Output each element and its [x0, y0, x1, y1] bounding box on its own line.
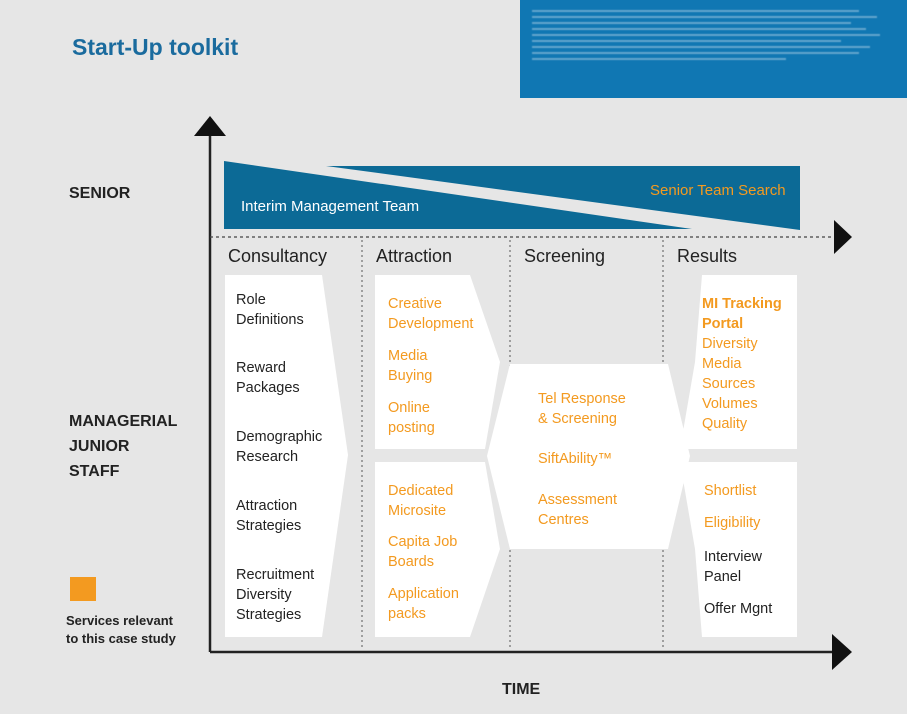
senior-search-banner: [326, 166, 800, 230]
legend-text: Services relevant to this case study: [66, 613, 176, 646]
results-top-list: MI Tracking Portal Diversity Media Sourc…: [702, 296, 782, 432]
blurred-text-box: [520, 0, 907, 98]
screening-panel: [487, 364, 690, 549]
screening-item: SiftAbility™: [538, 451, 613, 467]
results-item: Shortlist: [704, 483, 757, 499]
interim-banner-label: Interim Management Team: [241, 198, 420, 215]
x-axis-arrow: [832, 634, 852, 670]
screening-item: Tel Response& Screening: [538, 391, 626, 427]
axis-label-time: TIME: [502, 681, 541, 698]
results-item: Eligibility: [704, 515, 761, 531]
column-header-results: Results: [677, 246, 738, 266]
attraction-bottom-panel: [375, 462, 500, 637]
interim-banner: [224, 161, 692, 229]
page-title: Start-Up toolkit: [72, 34, 239, 60]
axis-label-junior: JUNIOR: [69, 438, 130, 455]
blurred-text: [532, 6, 895, 92]
axis-label-staff: STAFF: [69, 463, 120, 480]
results-bottom-panel: [680, 462, 797, 637]
results-item: Offer Mgnt: [704, 601, 773, 617]
y-axis-arrow: [194, 116, 226, 136]
column-header-attraction: Attraction: [376, 246, 453, 266]
axis-label-managerial: MANAGERIAL: [69, 413, 178, 430]
attraction-top-panel: [375, 275, 500, 449]
senior-search-label: Senior Team Search: [650, 182, 786, 199]
divider-arrow: [834, 220, 852, 254]
consultancy-panel: [225, 275, 348, 637]
column-header-screening: Screening: [524, 246, 606, 266]
results-top-panel: [680, 275, 797, 449]
column-header-consultancy: Consultancy: [228, 246, 328, 266]
legend-swatch: [70, 577, 96, 601]
axis-label-senior: SENIOR: [69, 185, 131, 202]
